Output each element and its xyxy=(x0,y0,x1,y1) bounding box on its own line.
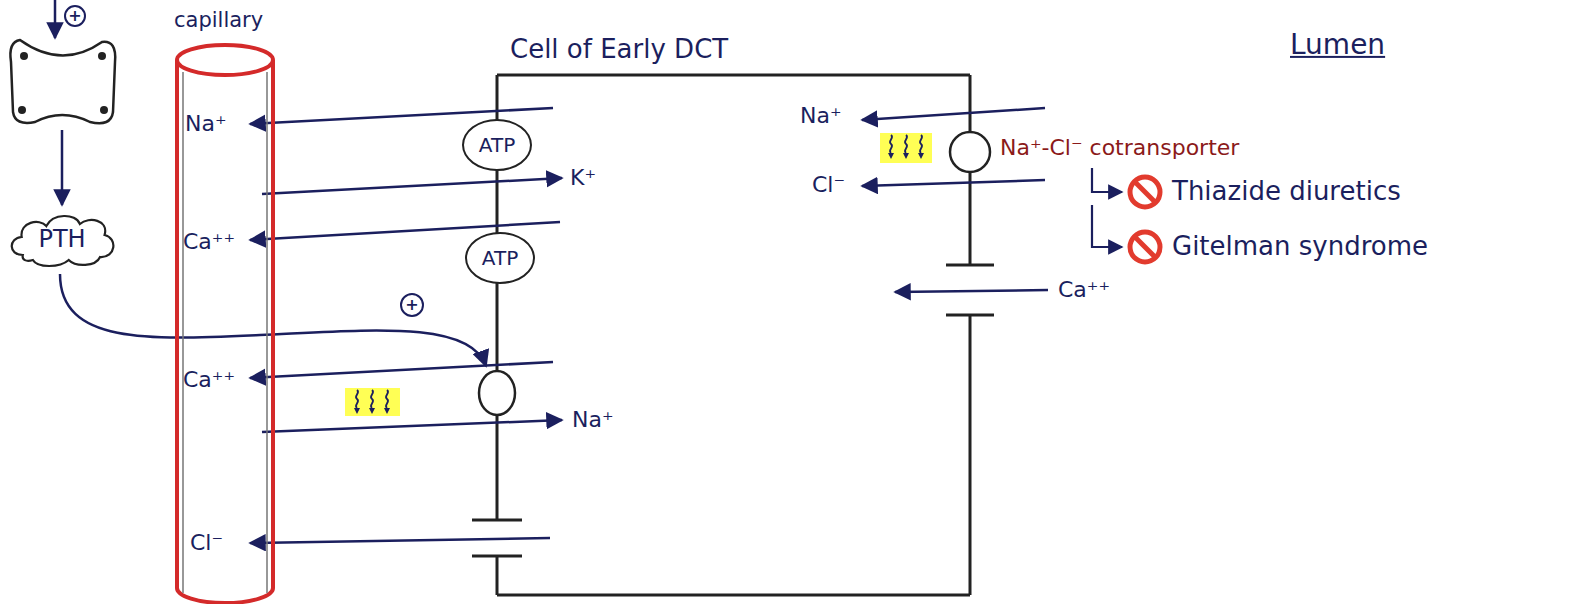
ion-arrow xyxy=(250,538,550,543)
ion-label: Ca⁺⁺ xyxy=(183,367,235,392)
node-text: ATP xyxy=(482,247,518,270)
gland-dot xyxy=(20,52,28,60)
gradient-squiggle xyxy=(356,390,388,408)
node-text: ATP xyxy=(479,134,515,157)
atp-pump: ATP xyxy=(465,232,535,284)
capillary-rim xyxy=(177,45,273,75)
ion-arrow xyxy=(262,178,562,194)
capillary-wall-inner xyxy=(183,72,267,593)
capillary-outline xyxy=(170,8,280,604)
exchanger-circle xyxy=(479,371,515,415)
ion-arrow xyxy=(895,290,1048,292)
gradient-squiggle xyxy=(890,135,922,153)
hormone-cloud: PTH xyxy=(6,210,118,270)
gland-dot xyxy=(100,106,108,114)
ion-label: Na⁺ xyxy=(800,103,842,128)
plus-sign: + xyxy=(405,296,418,314)
atp-pump: ATP xyxy=(462,119,532,171)
capillary-wall xyxy=(177,60,273,603)
gland-dot xyxy=(98,52,106,60)
node-text: PTH xyxy=(38,226,85,254)
pointer-arrow xyxy=(1092,205,1122,247)
plus-circle xyxy=(65,6,85,26)
ion-label: Na⁺ xyxy=(185,111,227,136)
inhibition-symbol xyxy=(1134,236,1156,258)
inhibition-symbol xyxy=(1130,232,1160,262)
pointer-arrow xyxy=(1092,168,1122,192)
inhibition-symbol xyxy=(1130,177,1160,207)
node-heading: Cell of Early DCT xyxy=(510,35,728,65)
gradient-squiggle-head xyxy=(354,408,390,414)
drug-label: Thiazide diuretics xyxy=(1172,177,1401,207)
gradient-squiggle-head xyxy=(888,153,924,159)
ion-label: Na⁺ xyxy=(572,407,614,432)
node-heading: capillary xyxy=(174,8,263,32)
stimulus-arrow xyxy=(54,0,57,38)
ion-label: Ca⁺⁺ xyxy=(183,229,235,254)
ion-arrow xyxy=(262,420,562,432)
secretion-arrow xyxy=(61,130,64,205)
dct-cell: Cell of Early DCTATPATP xyxy=(497,35,970,595)
gradient-highlight xyxy=(880,133,932,163)
cell-membrane xyxy=(497,75,970,595)
ion-label: Cl⁻ xyxy=(190,530,223,555)
plus-sign: + xyxy=(68,7,81,25)
ion-arrow xyxy=(862,180,1045,186)
ion-arrow xyxy=(862,108,1045,120)
cotransporter-circle xyxy=(950,132,990,172)
ion-label: Cl⁻ xyxy=(812,172,845,197)
ion-label: Ca⁺⁺ xyxy=(1058,277,1110,302)
plus-circle xyxy=(401,294,423,316)
transporter-label: Na⁺-Cl⁻ cotransporter xyxy=(1000,135,1239,160)
gland-dot xyxy=(18,106,26,114)
disease-label: Gitelman syndrome xyxy=(1172,232,1428,262)
capillary-vessel: capillary xyxy=(170,8,280,604)
cloud-shape xyxy=(12,216,114,266)
ion-label: K⁺ xyxy=(570,165,596,190)
inhibition-symbol xyxy=(1134,181,1156,203)
gradient-highlight xyxy=(345,388,400,416)
region-label: Lumen xyxy=(1290,29,1385,61)
parathyroid-gland xyxy=(10,40,115,123)
